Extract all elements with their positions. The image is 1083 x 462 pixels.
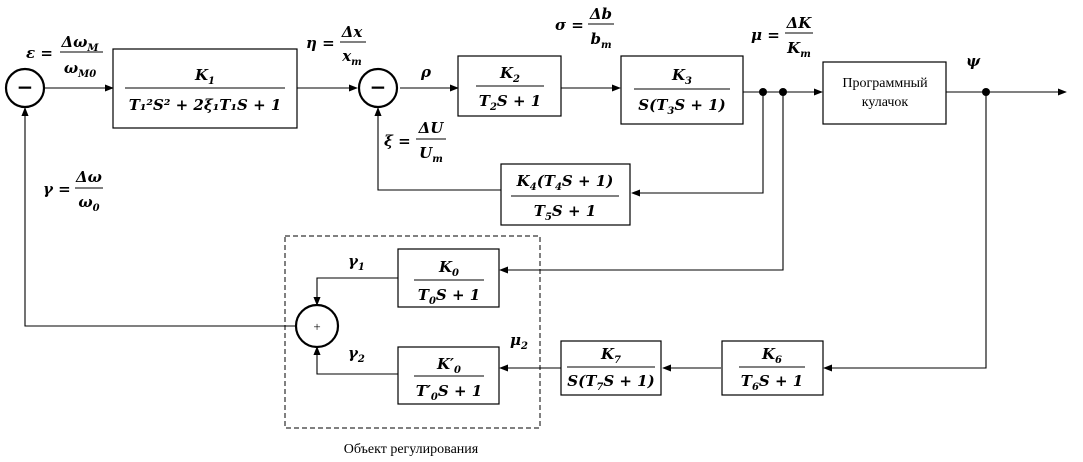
block-k2-num: K2 (499, 64, 520, 85)
wire-mu-b4 (631, 92, 764, 197)
svg-text:ωM0: ωM0 (64, 59, 96, 80)
summer-1: − (4, 67, 46, 109)
label-xi: ξ = ΔU Um (384, 119, 446, 165)
label-eta: η = Δx xm (306, 23, 366, 68)
label-sigma: σ = Δb bm (555, 5, 614, 51)
label-mu2: μ2 (510, 331, 528, 352)
svg-text:ε =: ε = (26, 44, 53, 62)
block-k7-num: K7 (600, 345, 621, 366)
summer-1-sign: − (17, 75, 34, 99)
label-gamma2: γ2 (348, 344, 365, 365)
svg-text:η =: η = (306, 34, 335, 52)
summer-3: + (294, 303, 340, 349)
block-k0-num: K0 (438, 258, 459, 279)
label-psi: ψ (966, 52, 981, 70)
block-k0-prime-num: K′0 (436, 355, 461, 376)
block-k7-den: S(T7S + 1) (567, 372, 654, 393)
block-k0-den: T0S + 1 (418, 286, 480, 307)
block-k0-prime-den: T′0S + 1 (416, 382, 482, 403)
block-k6-num: K6 (761, 345, 782, 366)
block-k6: K6 T6S + 1 (721, 340, 824, 396)
branch-point-mu (759, 88, 767, 96)
block-k0: K0 T0S + 1 (397, 248, 500, 308)
block-k3-num: K3 (671, 66, 692, 87)
svg-text:ΔK: ΔK (786, 14, 813, 32)
summer-3-sign: + (313, 319, 320, 334)
wire-b4-s2 (374, 107, 501, 191)
label-epsilon: ε = ΔωM ωM0 (26, 33, 103, 80)
wire-mu-b0 (499, 92, 784, 274)
svg-text:Δω: Δω (75, 168, 102, 186)
svg-text:ΔωM: ΔωM (61, 33, 100, 54)
cam-line-2: кулачок (862, 95, 909, 110)
svg-text:ω0: ω0 (78, 193, 99, 214)
block-k3-den: S(T3S + 1) (638, 96, 725, 117)
label-mu: μ = ΔK Km (751, 14, 813, 60)
branch-point-psi (982, 88, 990, 96)
block-k4-num: K4(T4S + 1) (516, 172, 614, 193)
svg-text:γ =: γ = (43, 180, 71, 198)
svg-text:σ =: σ = (555, 16, 584, 34)
block-k4-den: T5S + 1 (534, 202, 596, 223)
svg-text:ΔU: ΔU (418, 119, 445, 137)
label-gamma: γ = Δω ω0 (43, 168, 103, 214)
wire-gamma1 (313, 277, 398, 306)
connections (21, 84, 1067, 375)
svg-text:Km: Km (786, 39, 811, 60)
label-gamma1: γ1 (348, 252, 365, 273)
block-k2-den: T2S + 1 (479, 92, 541, 113)
svg-text:ξ =: ξ = (384, 132, 411, 150)
block-k2: K2 T2S + 1 (457, 55, 562, 117)
block-k4: K4(T4S + 1) T5S + 1 (500, 163, 631, 226)
branch-point-mu-2 (779, 88, 787, 96)
block-k1-den: T₁²S² + 2ξ₁T₁S + 1 (129, 96, 282, 114)
summer-2-sign: − (370, 75, 387, 99)
svg-text:Δx: Δx (341, 23, 364, 41)
block-k6-den: T6S + 1 (741, 372, 803, 393)
svg-text:Um: Um (419, 144, 443, 165)
block-k7: K7 S(T7S + 1) (560, 340, 662, 396)
block-k0-prime: K′0 T′0S + 1 (397, 346, 500, 405)
summer-2: − (357, 67, 399, 109)
svg-text:bm: bm (590, 30, 611, 51)
block-k1: K1 T₁²S² + 2ξ₁T₁S + 1 (112, 48, 298, 129)
label-rho: ρ (420, 63, 432, 81)
block-k1-num: K1 (194, 66, 215, 87)
block-program-cam: Программный кулачок (822, 61, 947, 125)
wire-gamma2 (313, 346, 398, 375)
wire-psi-b6 (823, 92, 987, 372)
block-k3: K3 S(T3S + 1) (620, 55, 744, 125)
svg-text:xm: xm (341, 47, 362, 68)
svg-text:Δb: Δb (589, 5, 612, 23)
plant-caption: Объект регулирования (344, 442, 479, 457)
wire-gamma-s1 (21, 107, 296, 327)
svg-text:μ =: μ = (751, 26, 780, 44)
cam-line-1: Программный (842, 76, 928, 91)
